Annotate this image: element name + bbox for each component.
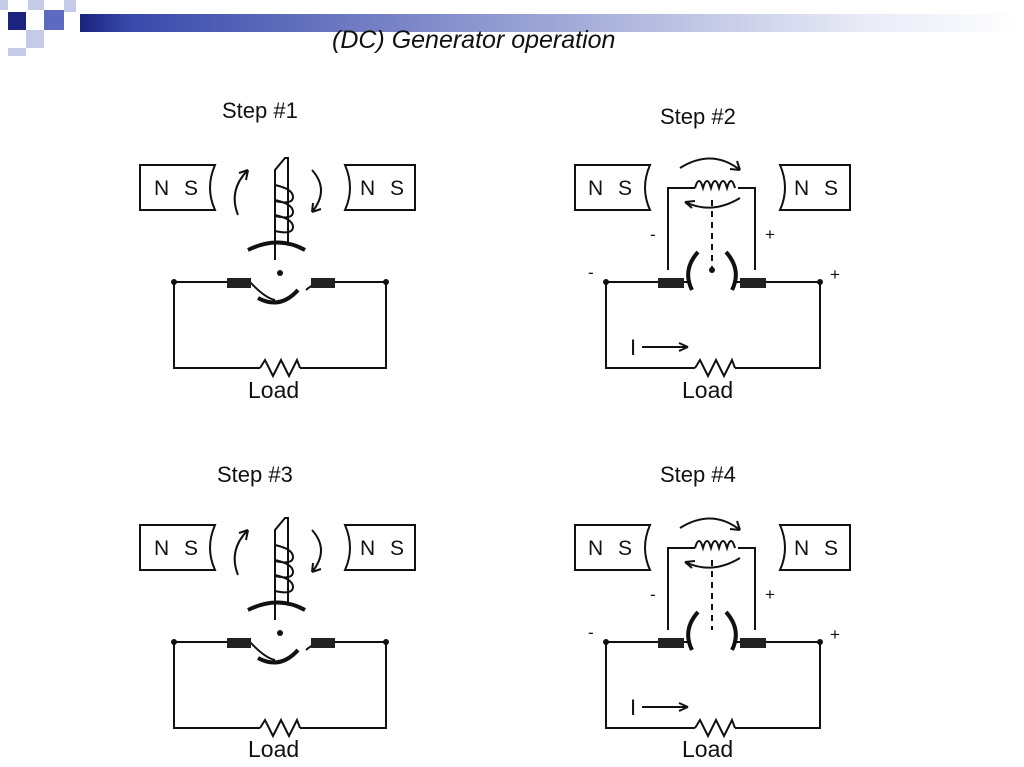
step-1-right-n: N xyxy=(360,177,375,200)
step-4-right-n: N xyxy=(794,537,809,560)
right-magnet xyxy=(343,164,416,211)
left-magnet xyxy=(139,524,217,571)
step-4-diagram: N S N S - + - + I xyxy=(574,517,851,739)
step-4-terminal-plus: + xyxy=(830,625,840,644)
step-1-right-s: S xyxy=(390,177,404,200)
left-magnet xyxy=(139,164,217,211)
slide-title: (DC) Generator operation xyxy=(332,26,616,54)
right-magnet xyxy=(778,164,851,211)
step-2-right-n: N xyxy=(794,177,809,200)
step-1-left-n: N xyxy=(154,177,169,200)
step-3-right-n: N xyxy=(360,537,375,560)
step-4-current-label: I xyxy=(630,695,636,720)
step-1-diagram: N S N S xyxy=(139,157,416,379)
step-2-left-n: N xyxy=(588,177,603,200)
right-magnet xyxy=(343,524,416,571)
step-3-diagram: N S N S xyxy=(139,517,416,739)
step-3-right-s: S xyxy=(390,537,404,560)
step-3-left-s: S xyxy=(184,537,198,560)
step-2-load-label: Load xyxy=(682,377,734,403)
step-2-diagram: N S N S - + - + I xyxy=(574,157,851,379)
step-2-terminal-plus: + xyxy=(830,265,840,284)
step-1-label: Step #1 xyxy=(222,98,298,123)
step-2-coil-minus: - xyxy=(650,225,656,244)
step-3-label: Step #3 xyxy=(217,462,293,487)
step-4-coil-plus: + xyxy=(765,585,775,604)
step-4-left-n: N xyxy=(588,537,603,560)
step-2-coil-plus: + xyxy=(765,225,775,244)
step-2-right-s: S xyxy=(824,177,838,200)
step-3-load-label: Load xyxy=(248,736,300,762)
step-4-label: Step #4 xyxy=(660,462,736,487)
right-magnet xyxy=(778,524,851,571)
step-4-left-s: S xyxy=(618,537,632,560)
step-2-terminal-minus: - xyxy=(588,263,594,282)
step-4-load-label: Load xyxy=(682,736,734,762)
left-magnet xyxy=(574,524,652,571)
left-magnet xyxy=(574,164,652,211)
step-2-label: Step #2 xyxy=(660,104,736,129)
step-2-current-label: I xyxy=(630,335,636,360)
step-4-right-s: S xyxy=(824,537,838,560)
header-decoration xyxy=(0,0,1024,60)
step-4-terminal-minus: - xyxy=(588,623,594,642)
step-1-load-label: Load xyxy=(248,377,300,403)
step-1-left-s: S xyxy=(184,177,198,200)
step-3-left-n: N xyxy=(154,537,169,560)
step-4-coil-minus: - xyxy=(650,585,656,604)
step-2-left-s: S xyxy=(618,177,632,200)
